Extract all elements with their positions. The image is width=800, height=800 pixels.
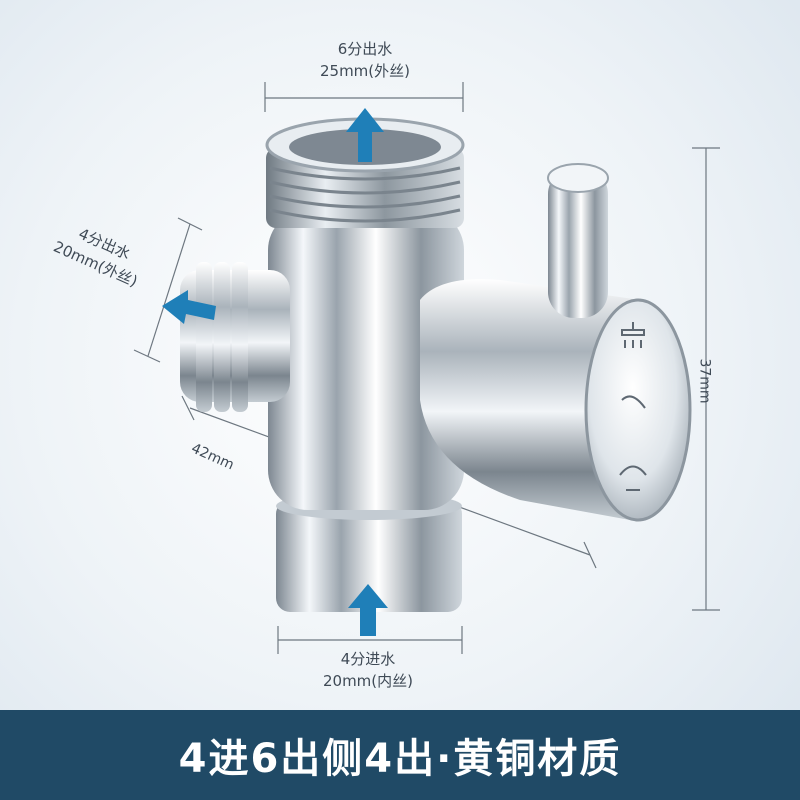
switch-cylinder [420,279,640,520]
height-dimension-label: 37mm [696,358,713,404]
left-dimension-tick-top [177,217,203,231]
switch-end-cap [584,298,692,522]
switch-lever-top [547,163,609,193]
valve-body [180,117,692,612]
product-stage: 6分出水 25mm(外丝) 4分出水 20mm(外丝) 42mm 37mm 4分… [51,38,720,692]
inlet-nut [276,500,462,612]
left-dimension-line [147,223,191,357]
faucet-icon [619,465,647,491]
depth-dimension-tick-start [181,395,195,421]
top-outflow-arrow-icon [346,108,384,162]
inlet-spec: 20mm(内丝) [322,672,413,690]
feature-banner: 4进6出侧4出·黄铜材质 [0,710,800,800]
end-cap-markings [619,322,647,491]
valve-trunk [268,210,464,510]
top-thread-lines [269,166,461,223]
inlet-label: 4分进水 20mm(内丝) [268,648,468,692]
side-outlet-threads [196,262,248,412]
inlet-flow-arrow-icon [348,584,388,636]
banner-text: 4进6出侧4出·黄铜材质 [178,736,622,782]
switch-lever [548,168,608,318]
top-outlet-spec: 25mm(外丝) [319,62,410,80]
top-outlet-size: 6分出水 [337,40,393,58]
flow-arrows [162,108,388,636]
depth-dimension-tick-end [583,541,597,569]
side-outflow-arrow-icon [162,290,216,324]
valve-illustration [133,82,720,654]
inlet-size: 4分进水 [340,650,396,668]
dimension-lines [133,82,720,654]
left-dimension-tick-bottom [133,349,161,363]
indicator-mark [621,395,646,409]
top-outlet-label: 6分出水 25mm(外丝) [265,38,465,82]
